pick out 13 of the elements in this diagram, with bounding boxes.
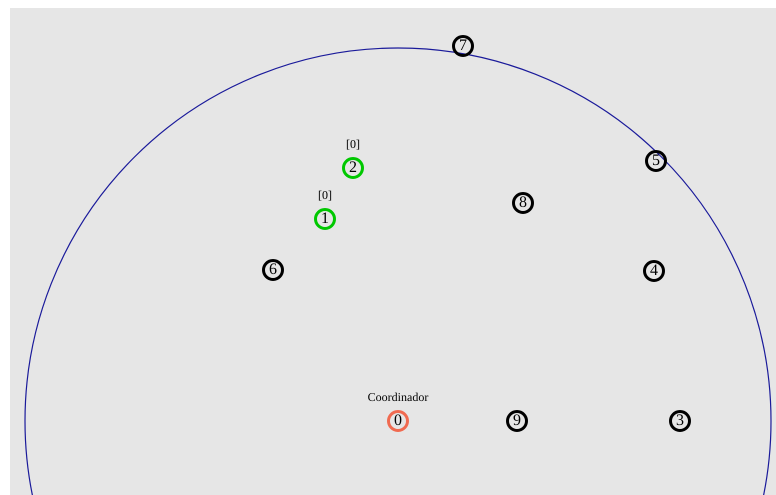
node-circle: 4 xyxy=(643,260,665,282)
node-circle: 1 xyxy=(314,208,336,230)
node-circle: 0 xyxy=(387,410,409,432)
node-caption: [0] xyxy=(346,137,360,152)
node-circle: 7 xyxy=(452,35,474,57)
node-circle: 8 xyxy=(512,192,534,214)
node-circle: 3 xyxy=(669,410,691,432)
node-circle: 6 xyxy=(262,259,284,281)
node-caption: Coordinador xyxy=(368,390,428,405)
node-circle: 2 xyxy=(342,157,364,179)
node-caption: [0] xyxy=(318,188,332,203)
node-circle: 9 xyxy=(506,410,528,432)
node-circle: 5 xyxy=(645,150,667,172)
